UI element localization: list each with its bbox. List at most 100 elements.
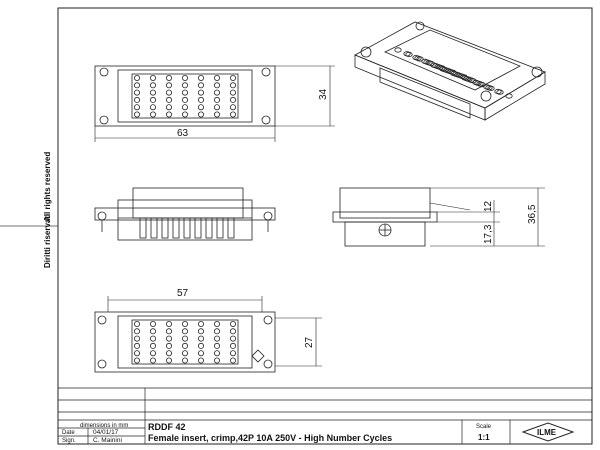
contact-hole [213,111,220,118]
contact-hole [165,104,172,111]
side-text-english: All rights reserved [43,152,52,222]
contact-hole [181,89,188,96]
dim-bottom-width: 57 [177,288,189,299]
isometric-view [354,21,546,121]
contact-hole [213,335,220,342]
contact-hole [229,89,236,96]
contact-hole [197,89,204,96]
contact-hole [229,350,236,357]
contact-hole [149,89,156,96]
right-side-view [332,187,545,247]
contact-hole [149,342,156,349]
contact-hole [213,342,220,349]
contact-hole [213,350,220,357]
contact-hole [229,75,236,82]
contact-hole [181,357,188,364]
contact-hole [505,93,513,99]
contact-hole [213,357,220,364]
contact-hole [197,111,204,118]
contact-hole [460,74,468,80]
dim-side-upper: 12 [483,200,494,212]
contact-hole [478,82,486,88]
contact-hole [197,350,204,357]
contact-hole [149,357,156,364]
contact-hole [165,82,172,89]
contact-hole [213,89,220,96]
contact-hole [181,96,188,103]
contact-hole [165,350,172,357]
contact-hole [181,82,188,89]
dim-top-width: 63 [177,128,189,139]
contact-hole [197,342,204,349]
contact-hole [229,96,236,103]
contact-hole [213,75,220,82]
contact-hole [229,111,236,118]
cooling-fin [183,217,191,239]
sheet-frame [57,7,593,445]
contact-hole [133,357,140,364]
contact-hole [229,320,236,327]
sign-value: C. Mainini [93,437,122,444]
contact-hole [165,328,172,335]
contact-hole [149,104,156,111]
contact-hole [165,75,172,82]
contact-hole [197,320,204,327]
date-value: 04/01/17 [93,429,119,436]
contact-hole [213,82,220,89]
contact-hole [416,56,424,62]
side-text-italian: Diritti riservati [43,214,52,268]
contact-hole [469,78,477,84]
contact-hole [197,335,204,342]
contact-hole [165,335,172,342]
contact-hole [213,96,220,103]
scale-value: 1:1 [478,433,490,442]
logo-text: ILME [537,428,557,437]
scale-label: Scale [476,424,492,430]
contact-hole [181,75,188,82]
contact-hole [496,89,504,95]
contact-hole [213,320,220,327]
contact-hole [149,75,156,82]
contact-hole [165,320,172,327]
contact-hole [197,75,204,82]
contact-hole [149,335,156,342]
cooling-fin [172,217,180,239]
contact-hole [229,342,236,349]
contact-hole [133,328,140,335]
contact-hole [149,320,156,327]
contact-hole [213,328,220,335]
cooling-fin [150,217,158,239]
contact-hole [394,47,402,53]
contact-hole [133,89,140,96]
contact-hole [133,96,140,103]
contact-hole [197,328,204,335]
dim-top-height: 34 [318,88,329,100]
contact-hole [133,75,140,82]
contact-hole [405,51,413,58]
cooling-fin [161,217,169,239]
contact-hole [165,89,172,96]
part-description: Female insert, crimp,42P 10A 250V - High… [148,433,392,443]
title-block [58,387,592,444]
dim-side-lower: 17,3 [483,224,494,244]
contact-hole [165,342,172,349]
contact-hole [149,328,156,335]
contact-hole [165,357,172,364]
front-view [94,187,276,241]
contact-hole [149,82,156,89]
contact-hole [229,82,236,89]
contact-hole [197,357,204,364]
contact-hole [197,82,204,89]
contact-hole [165,96,172,103]
sign-label: Sign. [62,438,76,444]
dim-bottom-height: 27 [304,336,315,348]
contact-hole [181,350,188,357]
bottom-view [94,296,322,373]
contact-hole [427,60,435,67]
cooling-fin [227,217,235,239]
contact-hole [181,104,188,111]
contact-hole [149,111,156,118]
top-view [94,65,335,142]
contact-hole [229,104,236,111]
